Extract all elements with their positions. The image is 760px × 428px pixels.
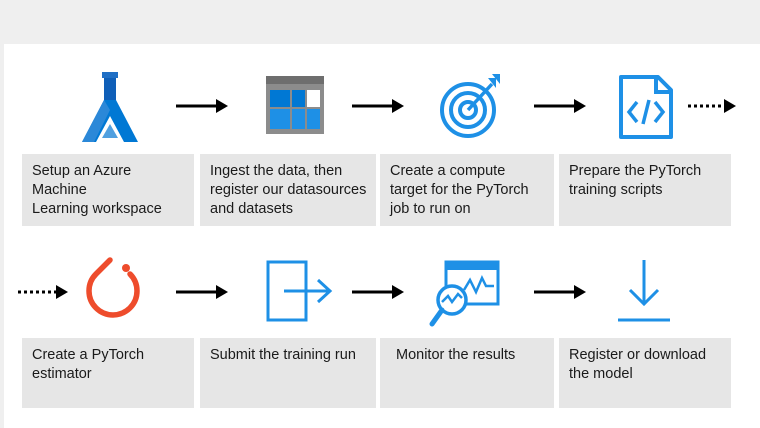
- target-icon: [440, 74, 500, 138]
- step-box-setup-workspace: Setup an Azure Machine Learning workspac…: [22, 154, 194, 226]
- arrow-right-icon: [176, 285, 228, 299]
- data-table-icon: [266, 76, 324, 134]
- diagram-canvas: Setup an Azure Machine Learning workspac…: [4, 44, 760, 428]
- arrow-right-icon: [176, 99, 228, 113]
- step-box-create-estimator: Create a PyTorch estimator: [22, 338, 194, 408]
- azure-ml-flask-icon: [82, 72, 138, 142]
- download-icon: [618, 260, 670, 322]
- arrow-right-icon: [534, 285, 586, 299]
- step-box-register-model: Register or download the model: [559, 338, 731, 408]
- step-box-ingest-data: Ingest the data, then register our datas…: [200, 154, 376, 226]
- step-box-submit-run: Submit the training run: [200, 338, 376, 408]
- arrow-right-icon: [534, 99, 586, 113]
- dotted-arrow-right-icon: [688, 99, 736, 113]
- monitor-chart-icon: [429, 260, 500, 327]
- arrow-right-icon: [352, 285, 404, 299]
- dotted-arrow-right-icon: [18, 285, 68, 299]
- step-box-prepare-scripts: Prepare the PyTorch training scripts: [559, 154, 731, 226]
- arrow-right-icon: [352, 99, 404, 113]
- submit-icon: [266, 260, 333, 322]
- code-file-icon: [619, 75, 673, 139]
- step-box-compute-target: Create a compute target for the PyTorch …: [380, 154, 554, 226]
- pytorch-logo-icon: [86, 257, 140, 318]
- step-box-monitor-results: Monitor the results: [380, 338, 554, 408]
